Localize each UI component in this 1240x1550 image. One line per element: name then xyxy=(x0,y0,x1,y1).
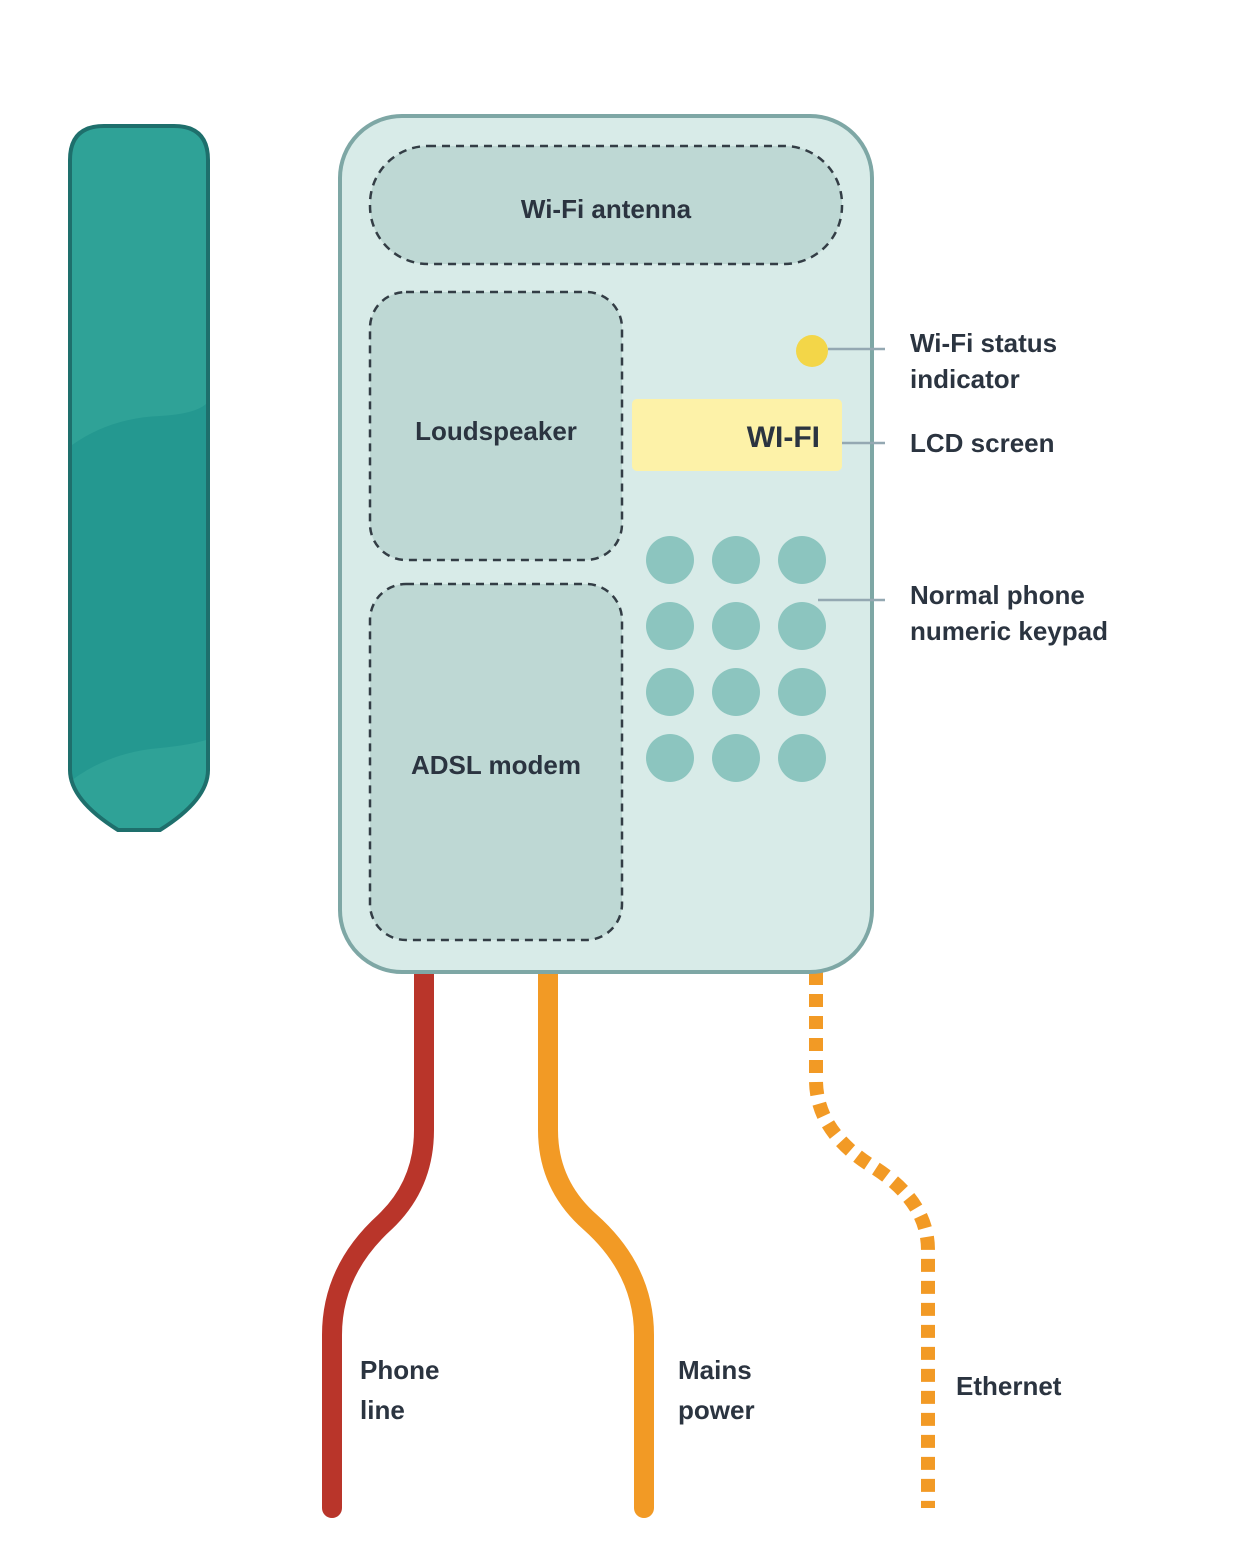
keypad-key[interactable] xyxy=(646,668,694,716)
phone-line-label-line1: Phone xyxy=(360,1355,439,1385)
keypad-key[interactable] xyxy=(712,602,760,650)
ethernet-cable xyxy=(809,972,935,1508)
keypad-key[interactable] xyxy=(778,602,826,650)
status-callout-line2: indicator xyxy=(910,364,1020,394)
keypad-callout-line1: Normal phone xyxy=(910,580,1085,610)
ethernet-label: Ethernet xyxy=(956,1371,1062,1401)
keypad-key[interactable] xyxy=(778,668,826,716)
status-callout-line1: Wi-Fi status xyxy=(910,328,1057,358)
phone-line-label-line2: line xyxy=(360,1395,405,1425)
keypad-key[interactable] xyxy=(646,734,694,782)
mains-power-cable xyxy=(538,958,654,1518)
keypad-key[interactable] xyxy=(778,536,826,584)
keypad-key[interactable] xyxy=(712,668,760,716)
keypad-key[interactable] xyxy=(778,734,826,782)
keypad-key[interactable] xyxy=(712,536,760,584)
mains-power-label-line1: Mains xyxy=(678,1355,752,1385)
wifi-antenna-zone xyxy=(368,144,844,266)
handset-icon xyxy=(68,124,210,832)
numeric-keypad xyxy=(646,536,826,782)
lcd-screen xyxy=(632,399,842,471)
keypad-callout-line2: numeric keypad xyxy=(910,616,1108,646)
loudspeaker-zone xyxy=(368,290,624,562)
wifi-antenna-label: Wi-Fi antenna xyxy=(521,194,692,224)
wifi-status-led-icon xyxy=(796,335,828,367)
keypad-key[interactable] xyxy=(712,734,760,782)
keypad-key[interactable] xyxy=(646,602,694,650)
lcd-callout: LCD screen xyxy=(910,428,1055,458)
adsl-modem-zone xyxy=(368,582,624,942)
mains-power-label-line2: power xyxy=(678,1395,755,1425)
loudspeaker-label: Loudspeaker xyxy=(415,416,577,446)
phone-line-cable xyxy=(322,958,434,1518)
keypad-key[interactable] xyxy=(646,536,694,584)
adsl-modem-label: ADSL modem xyxy=(411,750,581,780)
lcd-screen-text: WI-FI xyxy=(747,421,820,454)
